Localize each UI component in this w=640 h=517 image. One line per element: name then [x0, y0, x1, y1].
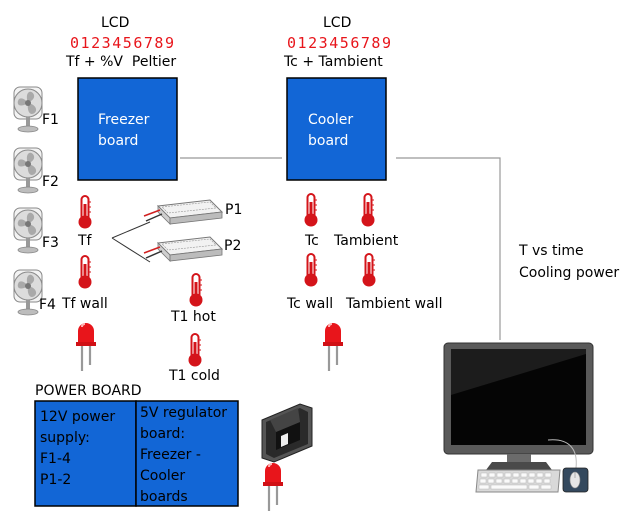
sensor-label-t1-hot: T1 hot [170, 309, 216, 325]
keyboard-icon [475, 469, 561, 493]
sensor-label-tc: Tc [304, 233, 319, 249]
regulator-line2: board: [140, 426, 185, 442]
fan-label-f2: F2 [42, 174, 59, 190]
regulator-line1: 5V regulator [140, 405, 227, 421]
fan-icon [13, 207, 43, 254]
cooler-board-label: Cooler board [308, 112, 358, 149]
led-icon [74, 321, 98, 373]
computer-caption-line1: T vs time [518, 243, 584, 259]
sensor-label-tambient: Tambient [333, 233, 399, 249]
sensor-label-tf-wall: Tf wall [61, 296, 108, 312]
mouse-icon [547, 439, 589, 493]
power-supply-line3: F1-4 [40, 451, 71, 467]
fan-label-f1: F1 [42, 112, 59, 128]
power-board-title: POWER BOARD [35, 383, 142, 399]
cooler-board-label-line1: Cooler [308, 112, 353, 128]
freezer-board-label-line1: Freezer [98, 112, 150, 128]
fan-icon [13, 147, 43, 194]
thermometer-icon [360, 193, 376, 228]
fan-icon [13, 269, 43, 316]
thermometer-icon [303, 193, 319, 228]
lcd-left-display: 0123456789 [70, 34, 174, 52]
peltier-label-p2: P2 [224, 238, 241, 254]
peltier-module-icon [143, 199, 223, 225]
thermometer-icon [77, 195, 93, 230]
tf-to-p1-line [111, 221, 151, 239]
lcd-left-subtitle: Tf + %V Peltier [65, 54, 176, 70]
regulator-label: 5V regulator board: Freezer - Cooler boa… [140, 405, 232, 505]
lcd-left-title: LCD [101, 15, 129, 31]
cooler-board-label-line2: board [308, 133, 348, 149]
sensor-label-tc-wall: Tc wall [286, 296, 333, 312]
fan-label-f3: F3 [42, 235, 59, 251]
led-icon [261, 461, 285, 513]
regulator-line4: Cooler [140, 468, 185, 484]
power-supply-label: 12V power supply: F1-4 P1-2 [40, 409, 120, 488]
thermometer-icon [187, 333, 203, 368]
sensor-label-tf: Tf [77, 233, 93, 249]
fan-icon [13, 86, 43, 133]
regulator-box [135, 400, 239, 507]
sensor-label-t1-cold: T1 cold [168, 368, 220, 384]
lcd-right-subtitle: Tc + Tambient [283, 54, 383, 70]
power-supply-line1: 12V power [40, 409, 115, 425]
thermometer-icon [303, 253, 319, 288]
led-icon [321, 321, 345, 373]
freezer-board-label-line2: board [98, 133, 138, 149]
regulator-line5: boards [140, 489, 188, 505]
computer-caption-line2: Cooling power [519, 265, 619, 281]
regulator-line3: Freezer - [140, 447, 201, 463]
fan-label-f4: F4 [39, 297, 56, 313]
cooler-board [286, 77, 387, 181]
desktop-computer-icon [443, 342, 594, 470]
peltier-module-icon [143, 236, 223, 262]
tf-to-p2-line [111, 237, 151, 263]
cooler-computer-link [396, 157, 501, 340]
thermometer-icon [77, 255, 93, 290]
lcd-right-title: LCD [323, 15, 351, 31]
thermometer-icon [188, 273, 204, 308]
freezer-board [77, 77, 178, 181]
power-supply-line4: P1-2 [40, 472, 71, 488]
freezer-board-label: Freezer board [98, 112, 154, 149]
power-supply-line2: supply: [40, 430, 90, 446]
thermometer-icon [361, 253, 377, 288]
lcd-right-display: 0123456789 [287, 34, 391, 52]
peltier-label-p1: P1 [225, 202, 242, 218]
sensor-label-tambient-wall: Tambient wall [345, 296, 442, 312]
rocker-switch-icon [261, 403, 313, 463]
